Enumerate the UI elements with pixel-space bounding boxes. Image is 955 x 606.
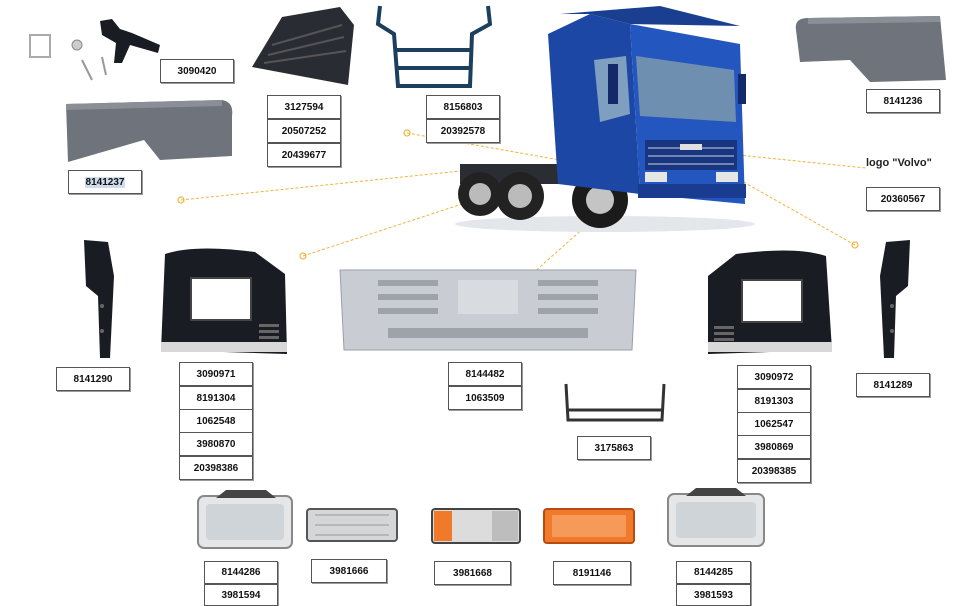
part-number-1062547: 1062547 xyxy=(737,412,811,436)
part-number-20398385: 20398385 xyxy=(737,459,811,483)
part-number-8156803: 8156803 xyxy=(426,95,500,119)
part-number-20439677: 20439677 xyxy=(267,143,341,167)
part-number-1063509: 1063509 xyxy=(448,386,522,410)
part-number-20507252: 20507252 xyxy=(267,119,341,143)
part-number-3981668: 3981668 xyxy=(434,561,511,585)
part-number-8141237-text: 8141237 xyxy=(84,176,126,188)
part-number-3090420: 3090420 xyxy=(160,59,234,83)
headlamp-left-illustration xyxy=(197,490,293,549)
step-ladder-illustration xyxy=(375,5,493,88)
grille-illustration xyxy=(339,269,637,351)
part-number-20360567: 20360567 xyxy=(866,187,940,211)
logo-label: logo "Volvo" xyxy=(866,157,932,169)
bracket-right-illustration xyxy=(880,240,910,358)
indicator-orange-illustration xyxy=(543,508,635,544)
fender-right-illustration xyxy=(795,16,946,82)
part-number-20392578: 20392578 xyxy=(426,119,500,143)
part-number-8144286: 8144286 xyxy=(204,561,278,584)
front-lamp-combo-illustration xyxy=(431,508,521,544)
part-number-3981666: 3981666 xyxy=(311,559,387,583)
part-number-8141290: 8141290 xyxy=(56,367,130,391)
grille-bracket-illustration xyxy=(564,383,666,422)
part-number-3175863: 3175863 xyxy=(577,436,651,460)
front-lamp-clear-illustration xyxy=(306,508,398,542)
part-number-3981593: 3981593 xyxy=(676,584,751,606)
part-number-8191146: 8191146 xyxy=(553,561,631,585)
part-number-8141236: 8141236 xyxy=(866,89,940,113)
part-number-3980870: 3980870 xyxy=(179,432,253,456)
mirror-mount-illustration xyxy=(29,19,160,81)
part-number-3090972: 3090972 xyxy=(737,365,811,389)
part-number-1062548: 1062548 xyxy=(179,409,253,433)
part-number-8141237: 8141237 xyxy=(68,170,142,194)
part-number-3980869: 3980869 xyxy=(737,435,811,459)
truck-illustration xyxy=(455,6,755,232)
headlamp-frame-right-illustration xyxy=(708,250,832,354)
part-number-8141289: 8141289 xyxy=(856,373,930,397)
part-number-8144482: 8144482 xyxy=(448,362,522,386)
part-number-3981594: 3981594 xyxy=(204,584,278,606)
headlamp-right-illustration xyxy=(667,488,765,547)
part-number-20398386: 20398386 xyxy=(179,456,253,480)
step-cover-illustration xyxy=(252,7,354,85)
part-number-8144285: 8144285 xyxy=(676,561,751,584)
part-number-3090971: 3090971 xyxy=(179,362,253,386)
bracket-left-illustration xyxy=(84,240,114,358)
part-number-8191304: 8191304 xyxy=(179,386,253,410)
part-number-8191303: 8191303 xyxy=(737,389,811,413)
part-number-3127594: 3127594 xyxy=(267,95,341,119)
fender-left-illustration xyxy=(66,100,233,162)
headlamp-frame-left-illustration xyxy=(161,248,287,354)
